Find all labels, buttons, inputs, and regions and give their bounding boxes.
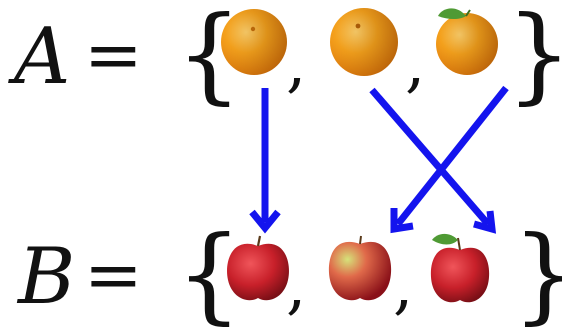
- set-a-separator-2: ,: [405, 27, 426, 101]
- set-a-equals: =: [84, 14, 143, 96]
- set-b-close-brace: }: [512, 222, 562, 326]
- set-b-equals: =: [84, 234, 143, 316]
- orange-icon: [330, 8, 398, 76]
- red-apple-with-leaf-icon: [430, 233, 490, 303]
- red-apple-icon: [227, 235, 289, 301]
- orange-with-leaf-icon: [436, 8, 498, 75]
- set-b-separator-1: ,: [286, 249, 307, 323]
- set-a-close-brace: }: [506, 2, 562, 106]
- mapping-arrow: [390, 85, 509, 234]
- mapping-arrow: [369, 87, 497, 234]
- orange-icon: [221, 9, 287, 75]
- set-a-separator-1: ,: [286, 27, 307, 101]
- set-b-name: B: [18, 232, 76, 322]
- mapping-arrow: [249, 88, 281, 234]
- set-b-separator-2: ,: [393, 249, 414, 323]
- red-green-apple-icon: [328, 235, 392, 301]
- set-a-name: A: [14, 12, 71, 102]
